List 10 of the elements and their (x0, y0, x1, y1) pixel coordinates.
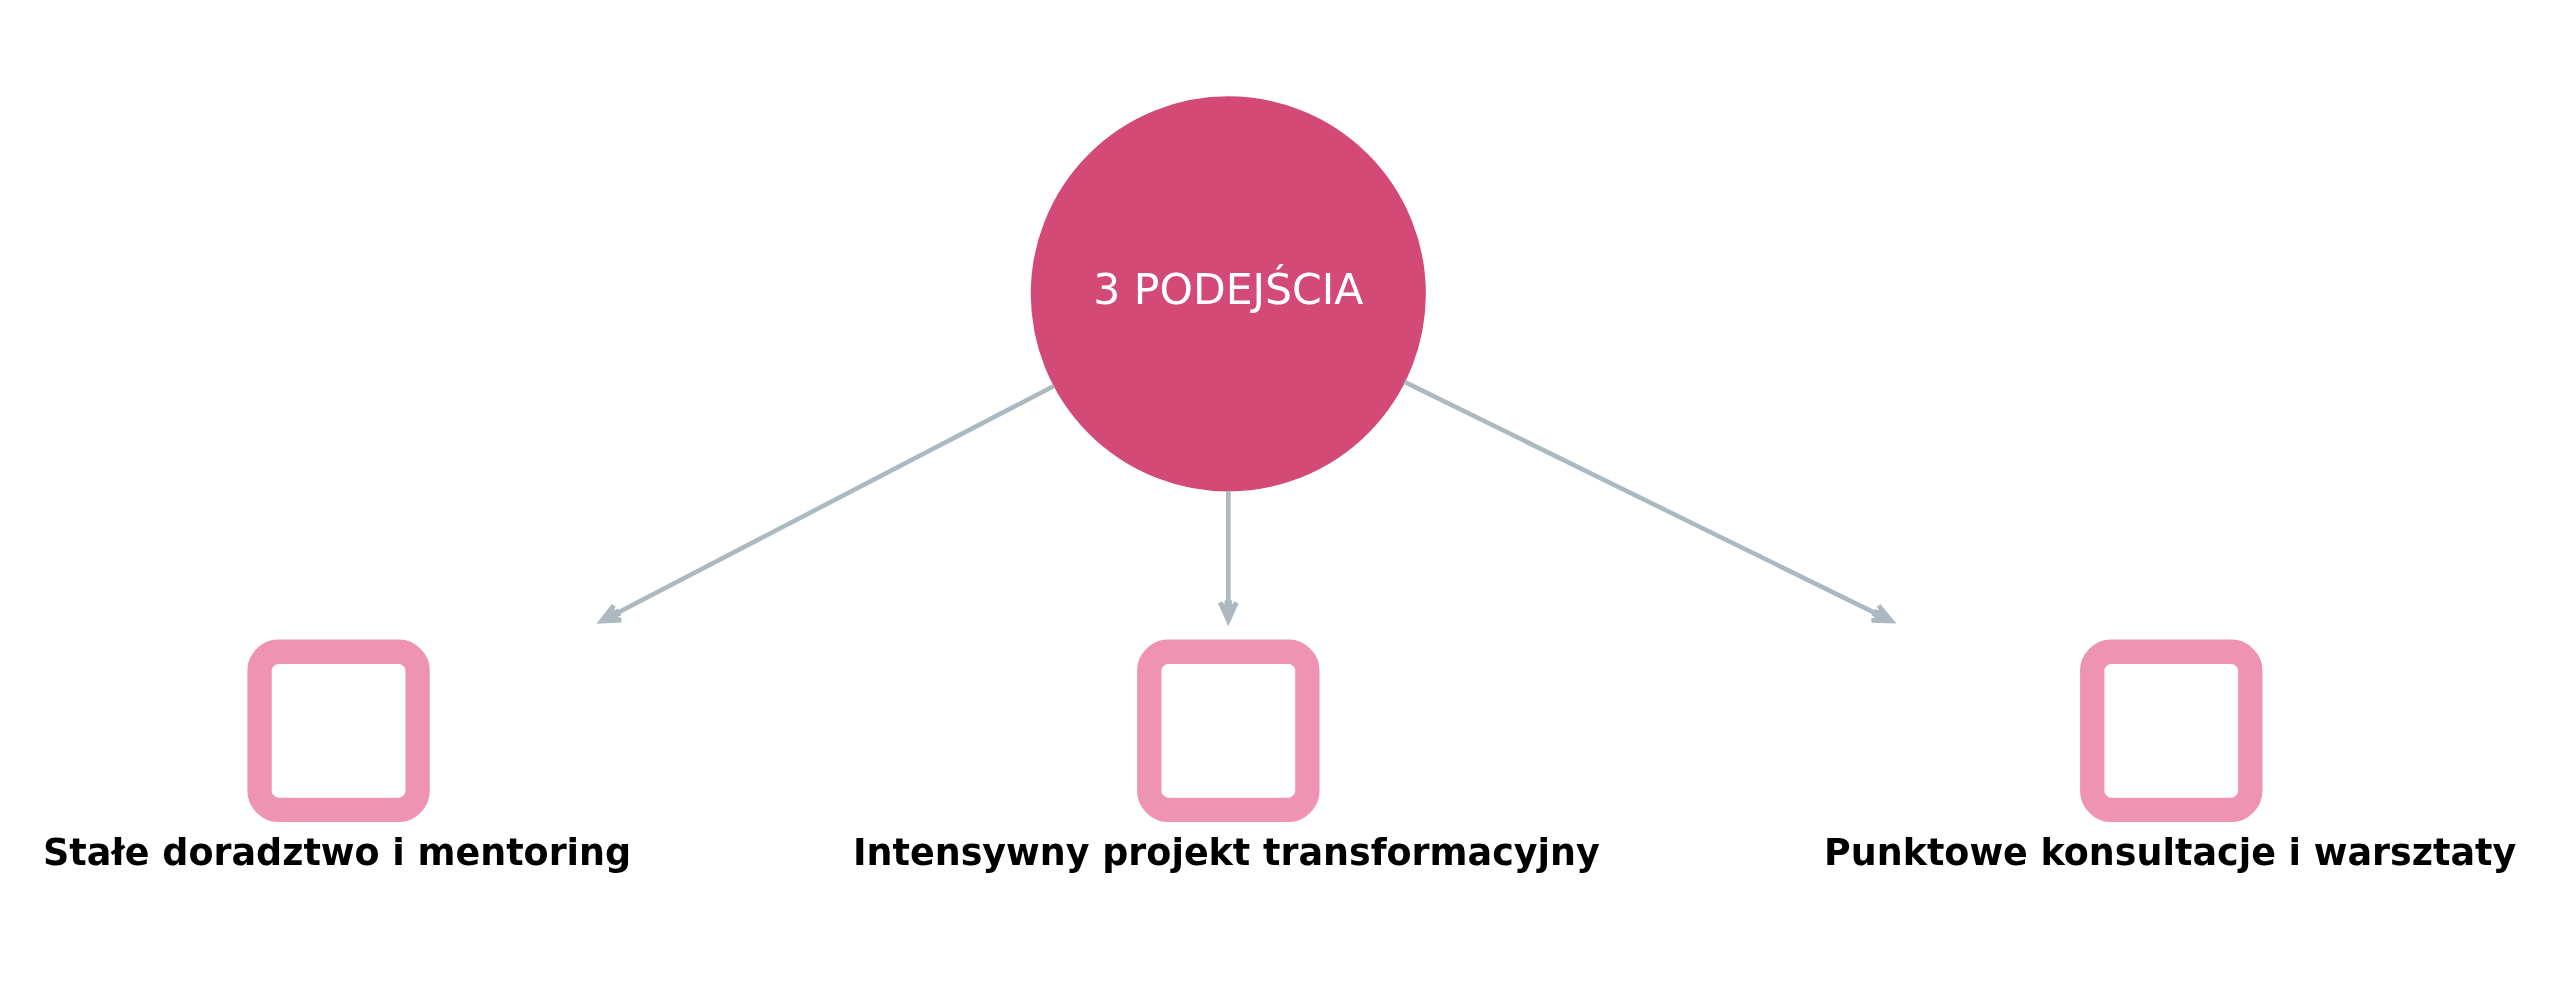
node-label: Punktowe konsultacje i warsztaty (1824, 830, 2517, 874)
node-box (2080, 639, 2263, 822)
node-circle: 3 PODEJŚCIA (1030, 95, 1426, 491)
node-label: Intensywny projekt transformacyjny (852, 830, 1600, 874)
arrow (1403, 379, 1894, 623)
node-box (247, 639, 430, 822)
node-label: Stałe doradztwo i mentoring (43, 830, 632, 874)
arrow (599, 383, 1056, 623)
node-box (1137, 639, 1320, 822)
arrow (1217, 490, 1239, 623)
